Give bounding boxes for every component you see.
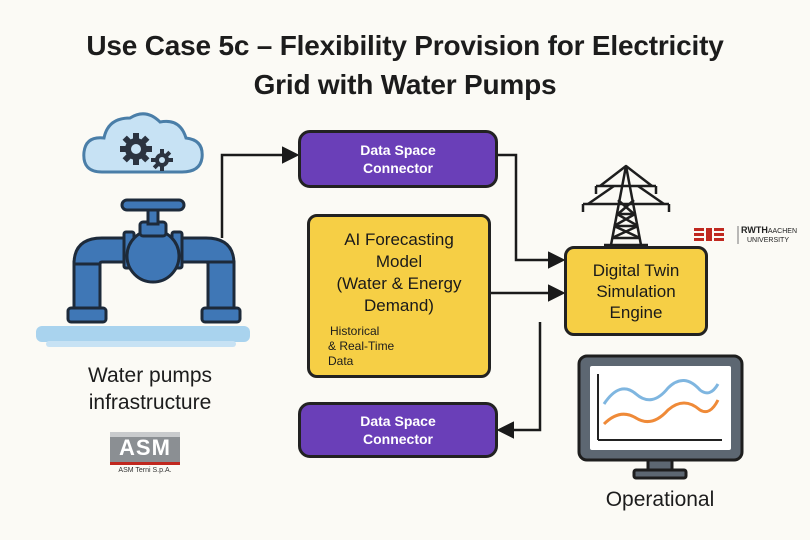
water-label-line-2: infrastructure — [88, 391, 212, 414]
ai-model-line-2: Model — [375, 252, 423, 271]
ai-note-line-3: Data — [328, 354, 354, 368]
connector-bottom-line-2: Connector — [363, 431, 433, 447]
ai-forecasting-model-box[interactable]: AI Forecasting Model (Water & Energy Dem… — [307, 214, 491, 378]
title-line-2: Grid with Water Pumps — [253, 69, 557, 100]
twin-line-3: Engine — [609, 302, 663, 322]
rwth-logo — [694, 226, 739, 244]
ai-model-line-1: AI Forecasting — [344, 230, 454, 249]
asm-logo-caption: ASM Terni S.p.A. — [118, 467, 172, 474]
ai-model-line-4: Demand) — [364, 296, 434, 315]
ai-note-line-2: & Real-Time — [328, 339, 395, 353]
data-space-connector-bottom[interactable]: Data Space Connector — [298, 402, 498, 458]
flow-arrows — [220, 146, 566, 439]
ai-model-line-3: (Water & Energy — [336, 274, 462, 293]
monitor-chart-icon — [577, 354, 744, 480]
arrow-pipe-to-connector-top — [220, 146, 300, 238]
arrow-connector-top-to-twin — [498, 153, 566, 269]
twin-line-1: Digital Twin — [592, 260, 680, 280]
rwth-sub: UNIVERSITY — [747, 237, 790, 244]
rwth-logo-text: RWTHAACHEN UNIVERSITY — [741, 226, 801, 245]
rwth-mark: RWTH — [741, 225, 768, 235]
rwth-suffix: AACHEN — [767, 228, 798, 235]
power-tower-icon — [581, 164, 671, 247]
water-pumps-label: Water pumps infrastructure — [40, 362, 260, 416]
water-pipe-icon — [36, 198, 250, 347]
digital-twin-engine-box[interactable]: Digital Twin Simulation Engine — [564, 246, 708, 336]
operational-label: Operational — [605, 488, 715, 511]
asm-logo-mark: ASM — [119, 435, 171, 460]
data-space-connector-top[interactable]: Data Space Connector — [298, 130, 498, 188]
connector-bottom-line-1: Data Space — [360, 413, 436, 429]
title-line-1: Use Case 5c – Flexibility Provision for … — [86, 30, 724, 61]
arrow-twin-to-connector-bottom — [496, 322, 542, 439]
ai-note-line-1: Historical — [330, 324, 380, 338]
asm-logo — [110, 432, 180, 465]
connector-top-line-1: Data Space — [360, 142, 436, 158]
water-label-line-1: Water pumps — [87, 364, 213, 387]
twin-line-2: Simulation — [596, 281, 676, 301]
ai-model-data-note: Historical & Real-Time Data — [322, 324, 412, 369]
cloud-gears-icon — [82, 112, 204, 174]
connector-top-line-2: Connector — [363, 160, 433, 176]
diagram-title: Use Case 5c – Flexibility Provision for … — [20, 26, 790, 104]
